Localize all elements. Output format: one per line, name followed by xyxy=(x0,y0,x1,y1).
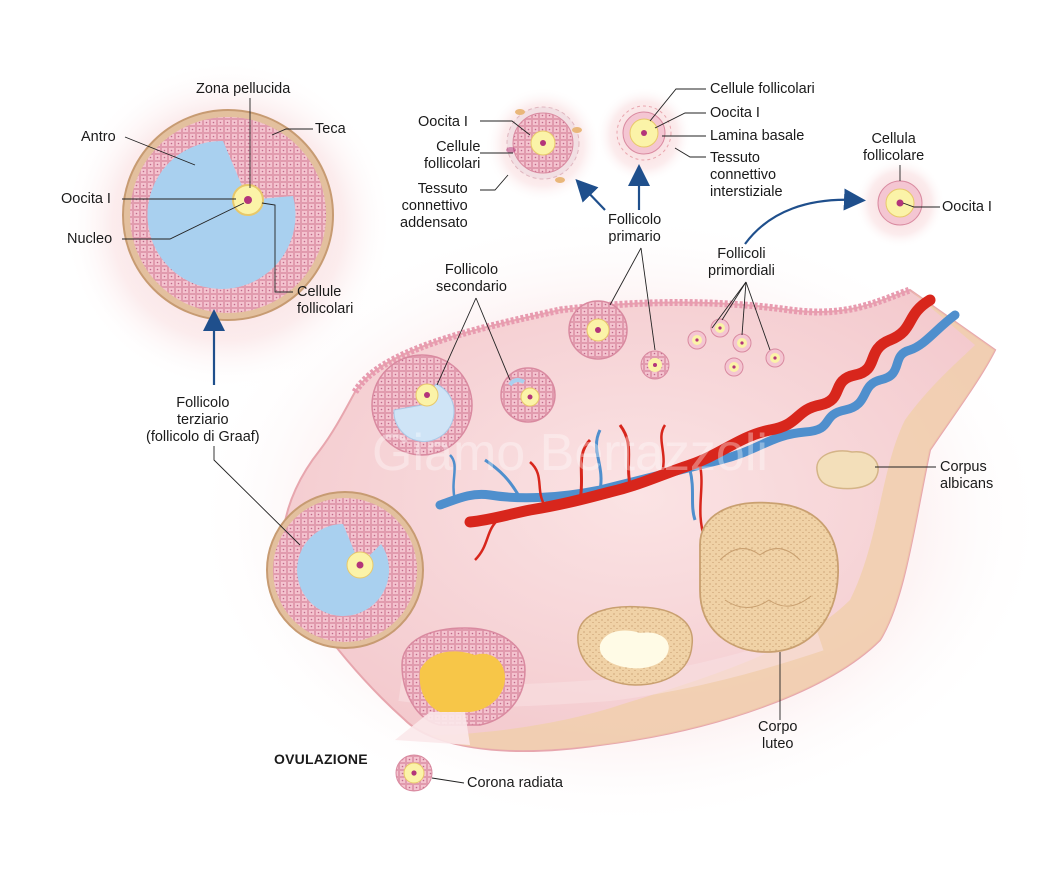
secondary-follicle-a xyxy=(371,354,473,456)
artery-branch-1 xyxy=(618,424,632,486)
label-cellule-follicolari-a: Cellule follicolari xyxy=(424,139,481,172)
label-follicoli-primordiali: Follicoli primordiali xyxy=(708,246,775,279)
artery-branch-5 xyxy=(474,517,501,561)
label-zona-pellucida: Zona pellucida xyxy=(196,81,291,97)
label-follicolo-secondario: Follicolo secondario xyxy=(436,262,507,295)
vein-branch-4 xyxy=(449,454,457,501)
primordial-follicle xyxy=(724,357,744,377)
label-oocita-graaf: Oocita I xyxy=(61,191,111,207)
label-cellula-follicolare: Cellula follicolare xyxy=(863,131,925,164)
ovary-hilum xyxy=(430,290,995,751)
ovulation-site xyxy=(395,627,526,745)
vein-main xyxy=(435,310,960,510)
label-corpus-albicans: Corpus albicans xyxy=(940,459,994,492)
primordial-follicles xyxy=(687,318,785,377)
label-oocita-primario-b: Oocita I xyxy=(710,105,760,121)
leader-lines xyxy=(122,88,940,784)
artery-branch-2 xyxy=(578,438,592,501)
label-follicolo-terziario: Follicolo terziario (follicolo di Graaf) xyxy=(146,395,260,445)
label-cellule-follicolari-graaf: Cellule follicolari xyxy=(297,284,354,317)
label-nucleo: Nucleo xyxy=(67,231,113,247)
primary-follicle-large xyxy=(568,300,628,360)
label-corona-radiata: Corona radiata xyxy=(467,775,563,791)
watermark: Giamo Bertazzoli xyxy=(372,424,768,482)
label-tessuto-addensato: Tessuto connettivo addensato xyxy=(400,181,468,231)
vein-branch-2 xyxy=(484,458,522,499)
arrow-to-primordial xyxy=(744,188,866,245)
graaf-follicle-inset xyxy=(122,109,334,321)
primordial-follicle xyxy=(710,318,730,338)
label-lamina-basale: Lamina basale xyxy=(710,128,805,144)
primordial-follicle xyxy=(765,348,785,368)
vein-branch-3 xyxy=(688,469,697,521)
blood-vessels xyxy=(435,294,960,561)
vein-branch-1 xyxy=(595,429,603,491)
stage-arrows xyxy=(203,164,866,385)
corpus-luteum-forming xyxy=(577,605,693,686)
primordial-follicle xyxy=(687,330,707,350)
label-oocita-primario-a: Oocita I xyxy=(418,114,468,130)
artery-branch-3 xyxy=(529,461,547,507)
label-antro: Antro xyxy=(81,129,116,145)
ovulated-oocyte xyxy=(395,754,433,792)
arrow-up-primary-a xyxy=(575,179,606,211)
label-oocita-primordiale: Oocita I xyxy=(942,199,992,215)
corpus-luteum xyxy=(699,501,839,653)
primordial-follicle-inset xyxy=(877,180,923,226)
primary-follicle-inset-b xyxy=(616,105,672,161)
artery-main xyxy=(464,294,936,528)
label-teca: Teca xyxy=(315,121,346,137)
corpus-albicans xyxy=(816,450,879,490)
graaf-follicle-in-ovary xyxy=(266,491,424,649)
artery-branch-6 xyxy=(658,424,667,479)
secondary-follicle-b xyxy=(500,367,556,423)
label-cellule-follicolari-b: Cellule follicolari xyxy=(710,81,815,97)
primary-follicle-inset-a xyxy=(506,106,582,183)
label-tessuto-interstiziale: Tessuto connettivo interstiziale xyxy=(710,150,783,200)
label-corpo-luteo: Corpo luteo xyxy=(758,719,798,752)
primary-follicle-small xyxy=(640,350,670,380)
label-follicolo-primario: Follicolo primario xyxy=(608,212,662,245)
label-ovulazione: OVULAZIONE xyxy=(274,751,368,767)
primordial-follicle xyxy=(732,333,752,353)
